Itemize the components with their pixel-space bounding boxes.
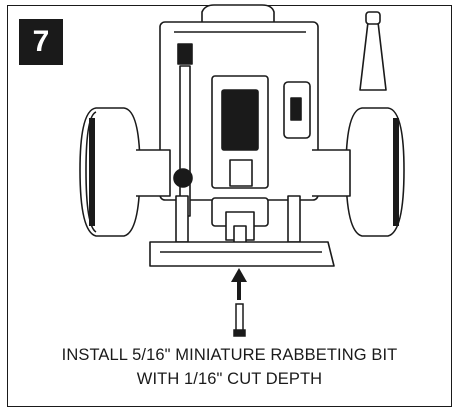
caption-line-1: INSTALL 5/16" MINIATURE RABBETING BIT: [61, 346, 398, 364]
motor-cap: [201, 4, 275, 25]
base-plate: [149, 241, 335, 267]
depth-rod: [179, 65, 191, 217]
caption-line-2: WITH 1/16" CUT DEPTH: [136, 370, 323, 388]
step-number-badge: 7: [19, 19, 63, 65]
cord-guard: [359, 21, 387, 91]
router-bit-icon: [233, 303, 246, 337]
up-arrow-icon: [231, 268, 247, 300]
lock-knob: [173, 168, 193, 188]
right-handle: [345, 107, 405, 237]
